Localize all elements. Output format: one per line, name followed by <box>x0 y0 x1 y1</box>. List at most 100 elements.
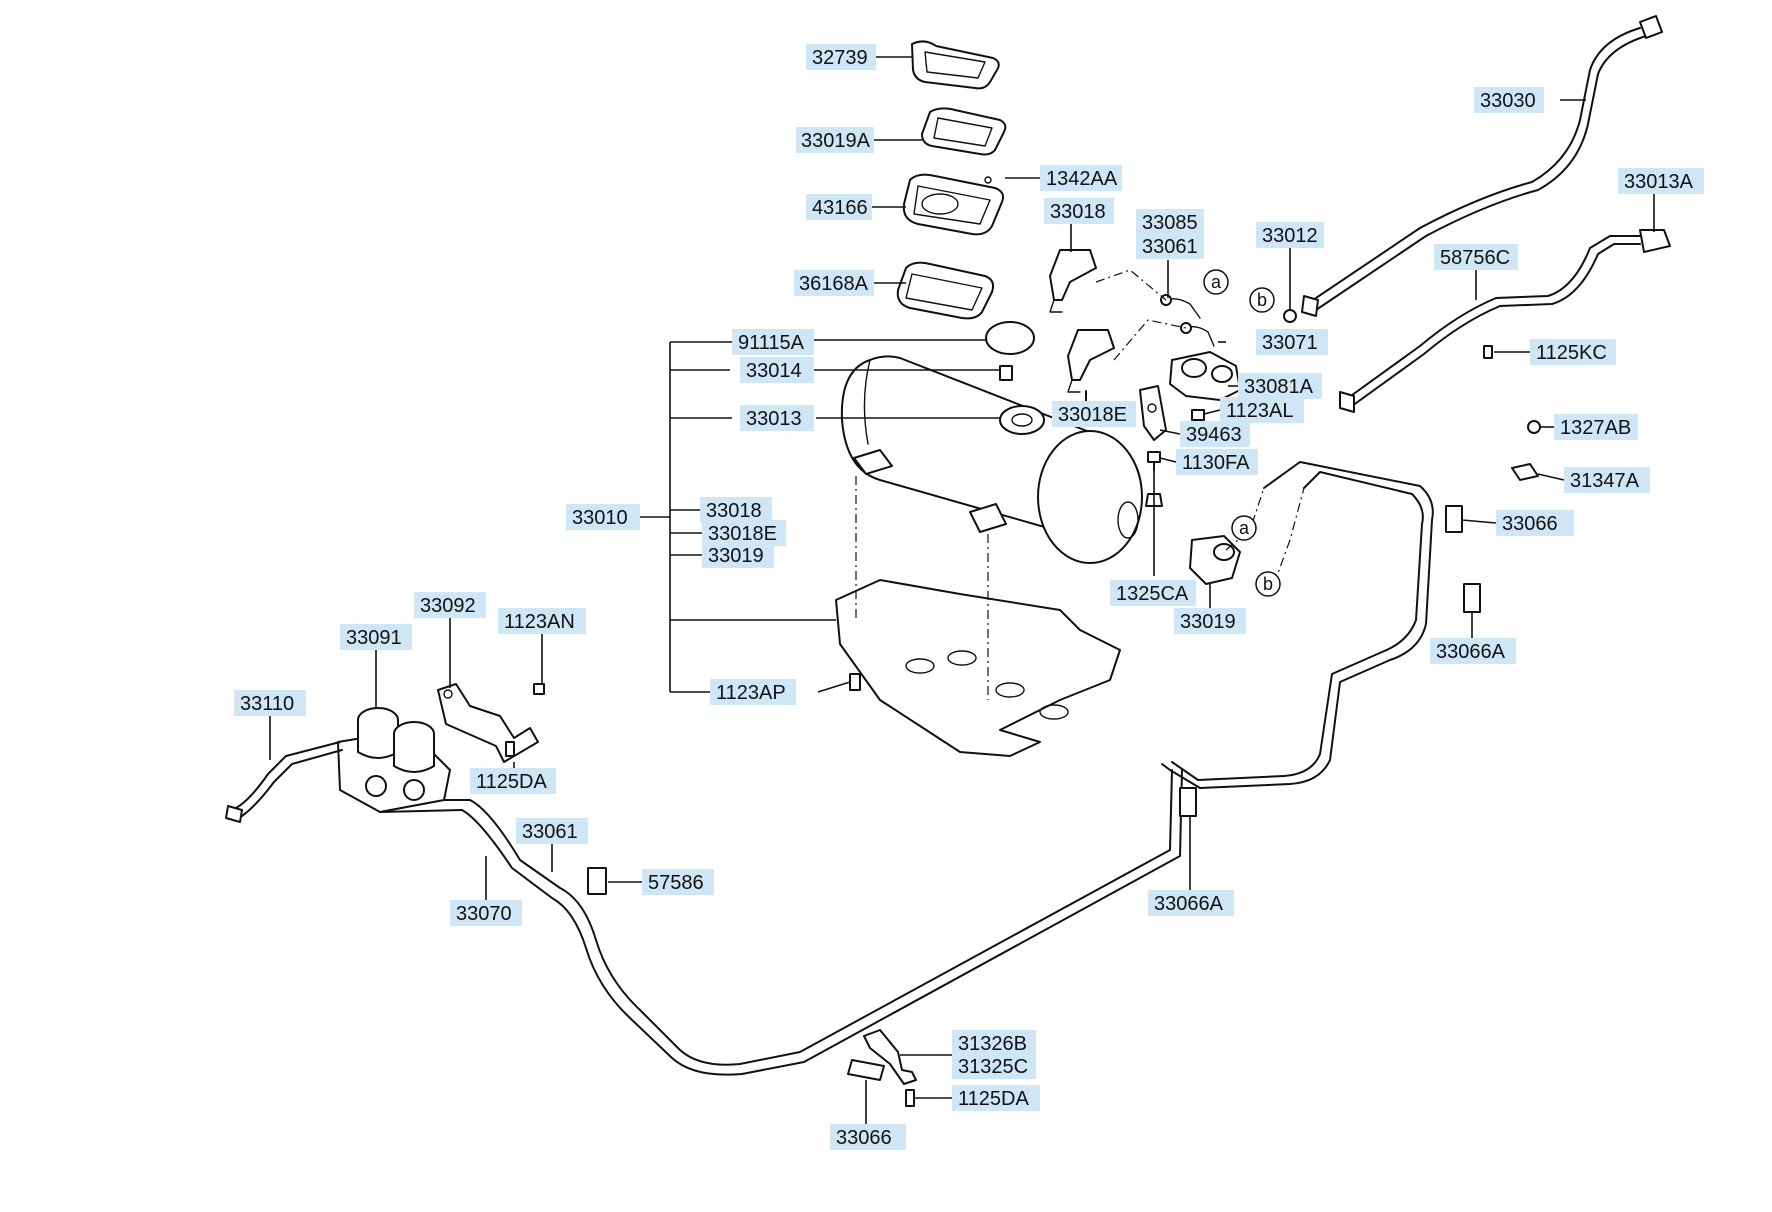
label-31347A: 31347A <box>1564 467 1650 493</box>
fitting-33085 <box>1160 294 1215 347</box>
air-tank-33010 <box>840 355 1143 564</box>
svg-text:1125KC: 1125KC <box>1536 342 1607 364</box>
hose-33110 <box>225 741 343 823</box>
svg-text:1130FA: 1130FA <box>1182 452 1250 474</box>
svg-text:33018: 33018 <box>1050 201 1106 223</box>
svg-text:33066A: 33066A <box>1154 893 1224 915</box>
label-33070: 33070 <box>450 900 522 926</box>
svg-text:57586: 57586 <box>648 872 704 894</box>
label-32739: 32739 <box>806 44 876 70</box>
bolt-33014 <box>999 365 1013 381</box>
solenoid-valve-33091 <box>337 707 451 813</box>
bolt-1125DA-left <box>505 741 515 757</box>
bolt-1125DA-bottom <box>905 1089 915 1107</box>
label-58756C: 58756C <box>1434 244 1518 270</box>
svg-text:33085: 33085 <box>1142 212 1198 234</box>
svg-text:b: b <box>1263 574 1273 594</box>
svg-text:39463: 39463 <box>1186 424 1242 446</box>
label-33013: 33013 <box>740 405 814 431</box>
label-43166: 43166 <box>806 194 872 220</box>
bracket-31347A <box>1511 463 1539 481</box>
valve-33019 <box>1189 535 1241 585</box>
marker-a-top: a <box>1203 269 1229 295</box>
svg-text:32739: 32739 <box>812 47 868 69</box>
clip-57586 <box>587 867 607 895</box>
label-1342AA: 1342AA <box>1040 165 1122 191</box>
label-33019-valve: 33019 <box>1174 608 1246 634</box>
clip-33066-right <box>1445 505 1463 533</box>
label-33030: 33030 <box>1474 87 1544 113</box>
label-1123AN: 1123AN <box>498 608 586 634</box>
svg-text:43166: 43166 <box>812 197 868 219</box>
svg-text:1327AB: 1327AB <box>1560 417 1631 439</box>
marker-a-bottom: a <box>1231 515 1257 541</box>
svg-text:33019A: 33019A <box>801 130 871 152</box>
svg-text:33018E: 33018E <box>1058 404 1127 426</box>
bolt-1123AL <box>1191 409 1205 421</box>
label-33018E-top: 33018E <box>1052 401 1136 427</box>
label-57586: 57586 <box>642 869 714 895</box>
gasket-36168A <box>896 261 995 320</box>
svg-text:31326B: 31326B <box>958 1033 1027 1055</box>
svg-text:1125DA: 1125DA <box>476 771 547 793</box>
svg-text:33070: 33070 <box>456 903 512 925</box>
svg-text:33030: 33030 <box>1480 90 1536 112</box>
svg-text:31347A: 31347A <box>1570 470 1640 492</box>
svg-text:33091: 33091 <box>346 627 402 649</box>
marker-b-top: b <box>1249 287 1275 313</box>
svg-text:33061: 33061 <box>1142 236 1198 258</box>
svg-text:33061: 33061 <box>522 821 578 843</box>
regulator-33081A <box>1169 351 1241 401</box>
label-33066-right: 33066 <box>1496 510 1574 536</box>
svg-text:1123AL: 1123AL <box>1226 400 1293 422</box>
svg-text:33018: 33018 <box>706 500 762 522</box>
svg-text:33013: 33013 <box>746 408 802 430</box>
label-33010: 33010 <box>566 504 640 530</box>
svg-text:1123AP: 1123AP <box>716 682 786 704</box>
label-39463: 39463 <box>1180 421 1250 447</box>
connector-dashes <box>1095 269 1305 585</box>
label-33019-list: 33019 <box>702 542 774 568</box>
clip-33066A-right <box>1463 583 1481 613</box>
label-33014: 33014 <box>740 357 814 383</box>
svg-text:33066: 33066 <box>1502 513 1558 535</box>
label-33018-top: 33018 <box>1044 198 1114 224</box>
svg-text:33013A: 33013A <box>1624 171 1694 193</box>
svg-text:1125DA: 1125DA <box>958 1088 1029 1110</box>
label-1327AB: 1327AB <box>1554 414 1638 440</box>
label-1123AP: 1123AP <box>710 679 796 705</box>
hose-33030 <box>1301 15 1663 317</box>
label-33018E-list: 33018E <box>702 520 786 546</box>
marker-b-bottom: b <box>1255 571 1281 597</box>
leader-lines <box>269 56 1655 1124</box>
svg-text:b: b <box>1257 290 1267 310</box>
label-33081A: 33081A <box>1238 373 1322 399</box>
svg-text:33019: 33019 <box>1180 611 1236 633</box>
bracket-33092 <box>437 683 539 763</box>
tank-tray <box>835 476 1121 757</box>
air-line-right <box>1161 461 1434 789</box>
nut-1327AB <box>1527 420 1541 434</box>
label-33092: 33092 <box>414 592 486 618</box>
svg-text:33012: 33012 <box>1262 225 1318 247</box>
label-1123AL: 1123AL <box>1220 397 1304 423</box>
label-36168A: 36168A <box>794 270 874 296</box>
label-33012: 33012 <box>1256 222 1324 248</box>
label-33066A-mid: 33066A <box>1148 890 1234 916</box>
label-33091: 33091 <box>340 624 412 650</box>
svg-text:91115A: 91115A <box>738 332 805 354</box>
svg-text:33018E: 33018E <box>708 523 777 545</box>
drain-valve-33018 <box>1049 249 1097 313</box>
svg-text:a: a <box>1239 518 1250 538</box>
label-31326B: 31326B <box>952 1030 1036 1056</box>
svg-text:33081A: 33081A <box>1244 376 1314 398</box>
label-33018-list: 33018 <box>700 497 772 523</box>
clip-33066A-mid <box>1179 787 1197 817</box>
svg-text:a: a <box>1211 272 1222 292</box>
svg-text:33110: 33110 <box>240 693 294 715</box>
svg-text:58756C: 58756C <box>1440 247 1510 269</box>
bolt-1130FA <box>1147 451 1161 471</box>
label-33013A: 33013A <box>1618 168 1704 194</box>
svg-text:33066A: 33066A <box>1436 641 1506 663</box>
